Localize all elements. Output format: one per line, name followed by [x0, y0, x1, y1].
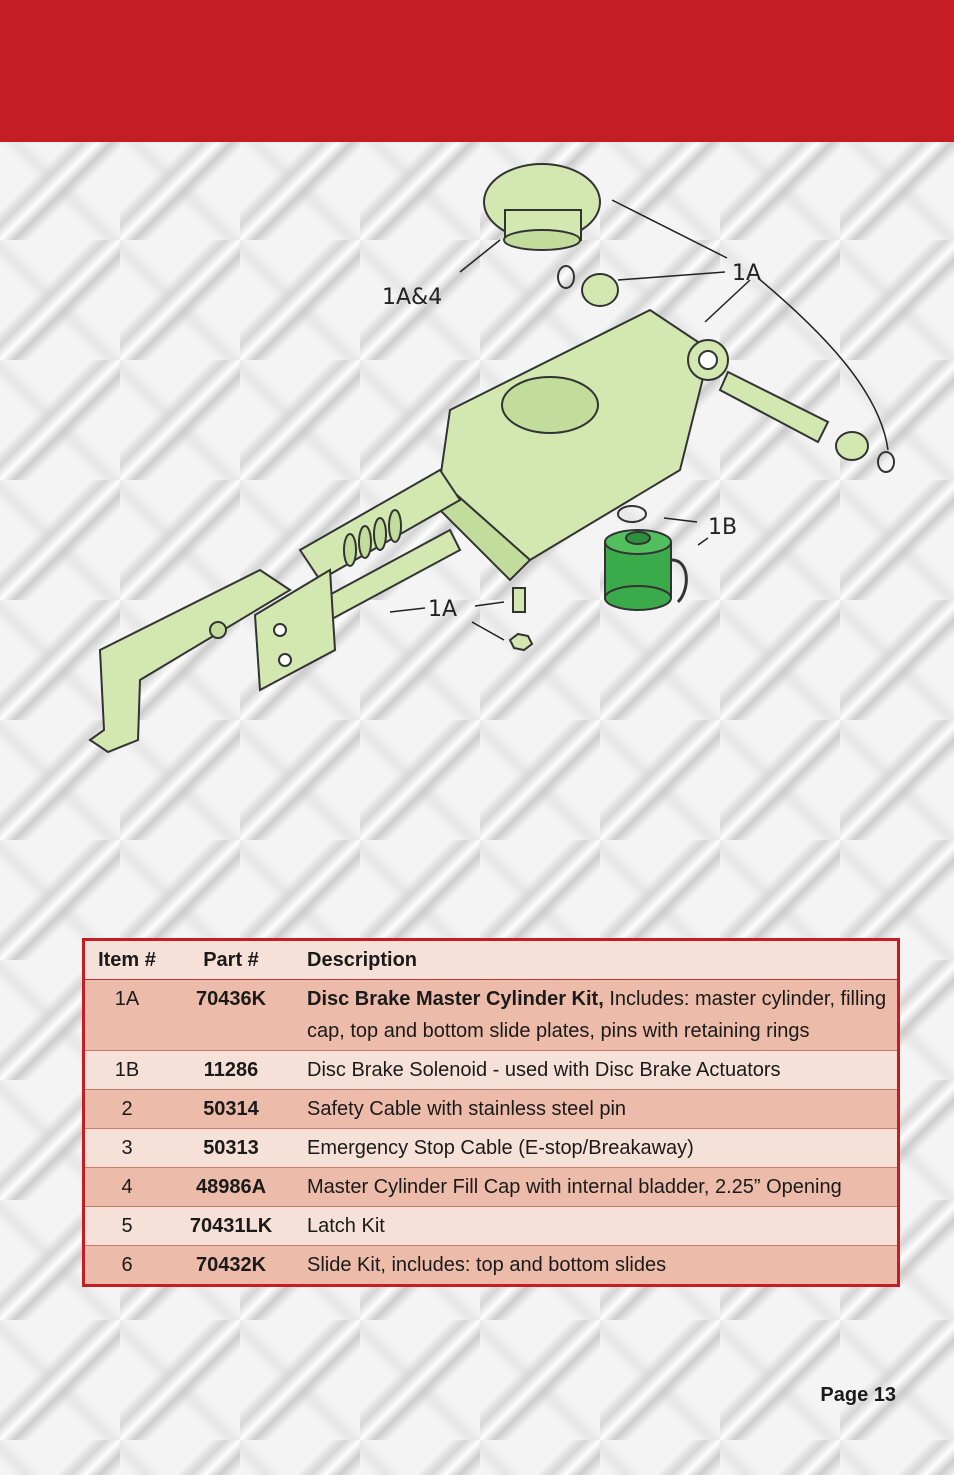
part-description: Disc Brake Master Cylinder Kit, Includes… [293, 979, 899, 1051]
part-number: 70431LK [169, 1206, 293, 1246]
item-number: 2 [83, 1089, 169, 1129]
part-number: 50313 [169, 1128, 293, 1168]
item-number: 5 [83, 1206, 169, 1246]
table-row: 2 50314 Safety Cable with stainless stee… [83, 1089, 899, 1129]
header-part: Part # [169, 939, 293, 980]
hex-nut [508, 632, 534, 652]
solenoid [604, 529, 688, 611]
header-item: Item # [83, 939, 169, 980]
table-row: 4 48986A Master Cylinder Fill Cap with i… [83, 1167, 899, 1207]
long-pin [718, 370, 895, 473]
item-number: 1B [83, 1050, 169, 1090]
part-number: 70436K [169, 979, 293, 1051]
fill-cap [483, 163, 601, 251]
part-description: Disc Brake Solenoid - used with Disc Bra… [293, 1050, 899, 1090]
part-description: Emergency Stop Cable (E-stop/Breakaway) [293, 1128, 899, 1168]
table-row: 5 70431LK Latch Kit [83, 1206, 899, 1246]
header-band [0, 0, 954, 142]
callout-1a-bottom: 1A [428, 597, 457, 622]
item-number: 3 [83, 1128, 169, 1168]
callout-1b: 1B [708, 515, 737, 540]
table-row: 1A 70436K Disc Brake Master Cylinder Kit… [83, 979, 899, 1051]
leader-lines [389, 199, 889, 641]
part-number: 50314 [169, 1089, 293, 1129]
latch-handle [88, 568, 337, 754]
set-screw [512, 587, 526, 613]
table-row: 6 70432K Slide Kit, includes: top and bo… [83, 1245, 899, 1286]
part-description: Master Cylinder Fill Cap with internal b… [293, 1167, 899, 1207]
page-number: Page 13 [820, 1384, 896, 1406]
retaining-ring-top [557, 265, 575, 289]
part-description: Latch Kit [293, 1206, 899, 1246]
part-description: Slide Kit, includes: top and bottom slid… [293, 1245, 899, 1286]
header-description: Description [293, 939, 899, 980]
master-cylinder-body [428, 308, 729, 582]
part-description: Safety Cable with stainless steel pin [293, 1089, 899, 1129]
parts-table: Item # Part # Description 1A 70436K Disc… [82, 938, 900, 1287]
part-number: 48986A [169, 1167, 293, 1207]
part-number: 11286 [169, 1050, 293, 1090]
callout-1a-and-4: 1A&4 [382, 285, 442, 310]
table-row: 1B 11286 Disc Brake Solenoid - used with… [83, 1050, 899, 1090]
table-header-row: Item # Part # Description [83, 939, 899, 980]
o-ring [617, 505, 647, 523]
description-text: Includes: master cylinder, filling cap, … [307, 988, 887, 1042]
slide-arm [298, 468, 462, 622]
callout-1a-top: 1A [732, 261, 761, 286]
exploded-parts-diagram: 1A&4 1A 1B 1A [60, 150, 920, 790]
item-number: 4 [83, 1167, 169, 1207]
table-row: 3 50313 Emergency Stop Cable (E-stop/Bre… [83, 1128, 899, 1168]
part-number: 70432K [169, 1245, 293, 1286]
diagram-svg: 1A&4 1A 1B 1A [88, 163, 895, 754]
description-title: Disc Brake Master Cylinder Kit, [307, 988, 604, 1010]
item-number: 1A [83, 979, 169, 1051]
bushing-top [581, 273, 619, 307]
item-number: 6 [83, 1245, 169, 1286]
